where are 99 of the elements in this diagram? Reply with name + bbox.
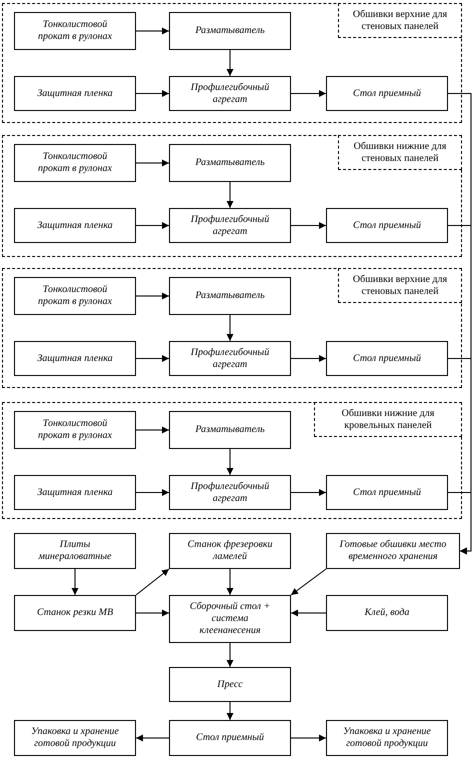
box-label: Защитная пленка	[37, 486, 113, 498]
box-label: Обшивки верхние для стеновых панелей	[352, 274, 448, 298]
process-box	[169, 12, 291, 50]
process-box	[169, 277, 291, 315]
arrow	[290, 90, 326, 97]
box-label: Тонколистовой прокат в рулонах	[37, 284, 113, 308]
box-label: Стол приемный	[353, 486, 421, 498]
process-box	[169, 208, 291, 243]
process-box	[326, 341, 448, 376]
arrow	[136, 610, 170, 616]
group-title-box	[338, 268, 462, 303]
box-label: Разматыватель	[195, 25, 265, 37]
arrow	[136, 568, 170, 596]
box-label: Станок резки МВ	[36, 607, 114, 619]
arrow	[448, 492, 472, 554]
arrow	[72, 568, 78, 596]
box-label: Защитная пленка	[37, 220, 113, 232]
box-label: Упаковка и хранение готовой продукции	[30, 726, 120, 750]
box-label: Сборочный стол + система клеенанесения	[188, 601, 272, 637]
box-label: Защитная пленка	[37, 88, 113, 100]
process-box	[326, 475, 448, 510]
process-box	[169, 533, 291, 569]
arrow	[226, 50, 234, 76]
box-label: Разматыватель	[195, 157, 265, 169]
arrow	[136, 734, 170, 742]
box-label: Стол приемный	[196, 732, 264, 744]
box-label: Обшивки нижние для стеновых панелей	[352, 140, 448, 164]
arrow	[136, 222, 170, 229]
box-label: Тонколистовой прокат в рулонах	[37, 151, 113, 175]
process-box	[326, 76, 448, 111]
process-box	[14, 341, 136, 376]
box-label: Профилегибочный агрегат	[190, 480, 270, 504]
arrow	[290, 568, 326, 596]
box-label: Профилегибочный агрегат	[190, 346, 270, 370]
process-box	[326, 208, 448, 243]
arrow	[290, 734, 326, 742]
process-box	[14, 208, 136, 243]
box-label: Защитная пленка	[37, 352, 113, 364]
process-box	[14, 144, 136, 182]
box-label: Разматыватель	[195, 290, 265, 302]
group-title-box	[314, 402, 462, 437]
arrow	[136, 426, 170, 434]
box-label: Тонколистовой прокат в рулонах	[37, 418, 113, 442]
box-label: Разматыватель	[195, 424, 265, 436]
box-label: Пресс	[217, 678, 243, 690]
process-box	[326, 595, 448, 631]
dashed-group-frame	[2, 268, 462, 388]
process-box	[14, 595, 136, 631]
process-box	[169, 720, 291, 756]
process-box	[169, 595, 291, 643]
arrow	[136, 292, 170, 300]
arrow	[136, 90, 170, 97]
arrow	[226, 642, 234, 668]
arrow	[136, 160, 170, 166]
arrow	[226, 182, 234, 208]
process-box	[14, 475, 136, 510]
box-label: Обшивки верхние для стеновых панелей	[352, 8, 448, 32]
box-label: Обшивки нижние для кровельных панелей	[340, 408, 436, 432]
process-box	[169, 411, 291, 449]
box-label: Станок фрезеровки ламелей	[186, 539, 274, 563]
box-label: Стол приемный	[353, 220, 421, 232]
process-box	[169, 475, 291, 510]
process-box	[14, 12, 136, 50]
process-box	[169, 144, 291, 182]
box-label: Плиты минераловатные	[37, 539, 112, 563]
box-label: Готовые обшивки место временного хранения	[339, 539, 447, 563]
process-box	[326, 533, 460, 569]
arrow	[136, 355, 170, 362]
process-box	[14, 720, 136, 756]
box-label: Стол приемный	[353, 352, 421, 364]
arrow	[226, 568, 234, 596]
box-label: Клей, вода	[364, 607, 410, 619]
box-label: Профилегибочный агрегат	[190, 82, 270, 106]
process-box	[14, 533, 136, 569]
arrow	[136, 489, 170, 496]
box-label: Упаковка и хранение готовой продукции	[342, 726, 432, 750]
group-title-box	[338, 135, 462, 170]
arrow	[290, 222, 326, 229]
box-label: Тонколистовой прокат в рулонах	[37, 19, 113, 43]
process-box	[326, 720, 448, 756]
arrow	[226, 314, 234, 342]
process-box	[14, 277, 136, 315]
arrow	[290, 489, 326, 496]
process-box	[14, 411, 136, 449]
arrow	[290, 610, 326, 616]
box-label: Стол приемный	[353, 88, 421, 100]
dashed-group-frame	[2, 3, 462, 123]
dashed-group-frame	[2, 135, 462, 257]
process-box	[14, 76, 136, 111]
arrow	[290, 355, 326, 362]
arrow	[226, 448, 234, 476]
process-box	[169, 667, 291, 702]
arrow	[226, 702, 234, 720]
arrow	[136, 28, 170, 34]
box-label: Профилегибочный агрегат	[190, 214, 270, 238]
dashed-group-frame	[2, 402, 462, 519]
group-title-box	[338, 3, 462, 38]
process-box	[169, 341, 291, 376]
process-box	[169, 76, 291, 111]
